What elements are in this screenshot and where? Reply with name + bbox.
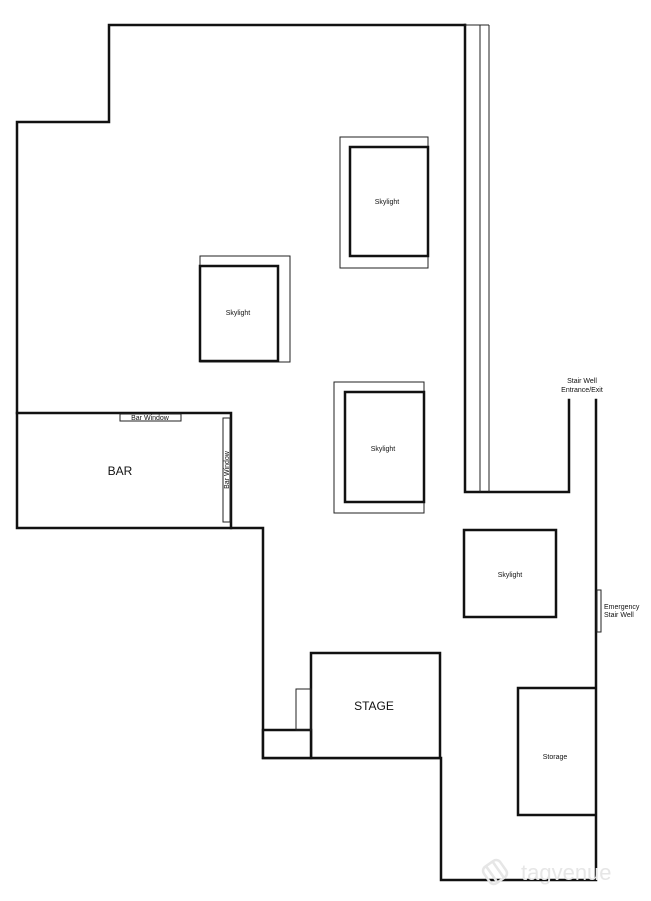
bar-window-top [119, 413, 182, 422]
stage-label: STAGE [354, 699, 394, 713]
stage: STAGE [261, 651, 442, 760]
emergency-stairwell: Emergency Stair Well [596, 589, 640, 633]
skylight-2: Skylight [198, 255, 291, 363]
storage-room: Storage [516, 686, 596, 817]
watermark: tagvenue [481, 858, 612, 886]
skylight-3: Skylight [333, 381, 426, 514]
east-corridor-lines [465, 24, 490, 492]
skylight-1: Skylight [339, 136, 430, 269]
tagvenue-logo-icon [481, 858, 509, 886]
skylight-2-label: Skylight [226, 310, 251, 317]
skylight-3-label: Skylight [371, 446, 396, 453]
bar-window-side-label: Bar Window [224, 450, 231, 489]
east-inner-wall [463, 23, 571, 494]
bar-label: BAR [108, 464, 133, 478]
skylight-4-label: Skylight [498, 572, 523, 579]
bar-room: Bar Window Bar Window BAR [15, 411, 233, 530]
bar-window-side [222, 417, 231, 523]
stairwell-entrance: Stair Well Entrance/Exit [561, 378, 603, 394]
storage-label: Storage [543, 754, 568, 761]
skylight-4: Skylight [462, 528, 558, 619]
north-west-wall [15, 23, 598, 882]
watermark-text: tagvenue [521, 860, 612, 885]
stairwell-label-line1: Stair Well [567, 378, 597, 385]
emergency-label-line1: Emergency [604, 604, 640, 611]
emergency-label-line2: Stair Well [604, 612, 634, 619]
skylight-1-label: Skylight [375, 199, 400, 206]
outer-walls [15, 23, 598, 882]
bar-window-top-label: Bar Window [131, 415, 170, 422]
stairwell-label-line2: Entrance/Exit [561, 387, 603, 394]
